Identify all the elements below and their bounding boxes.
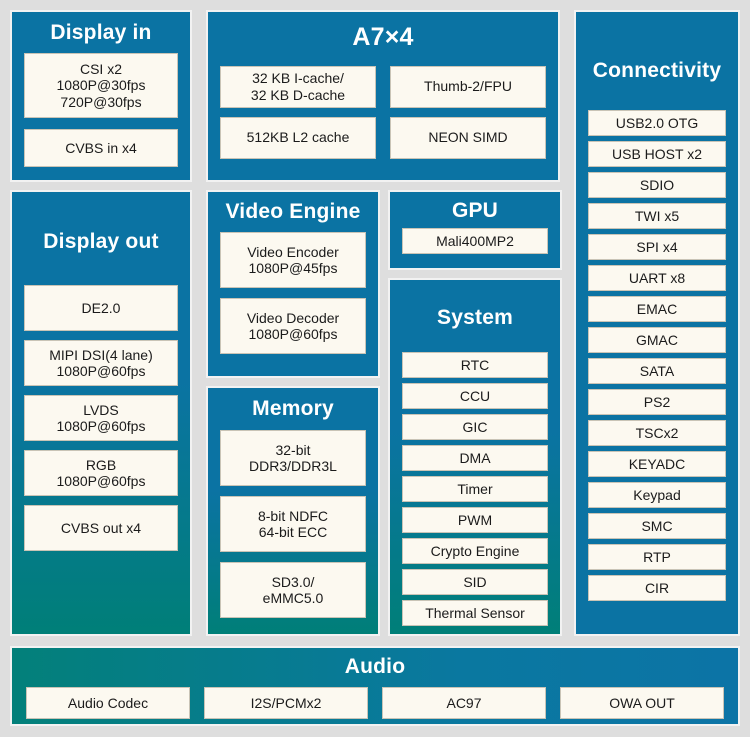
block-system: System RTC CCU GIC DMA Timer PWM Crypto … xyxy=(388,278,562,636)
block-item-l2-cache: 512KB L2 cache xyxy=(220,116,376,159)
block-item-i2s-pcm: I2S/PCMx2 xyxy=(204,687,368,720)
display-out-list: DE2.0 MIPI DSI(4 lane) 1080P@60fps LVDS … xyxy=(24,285,178,552)
block-item-ndfc: 8-bit NDFC 64-bit ECC xyxy=(220,496,366,553)
block-item-ccu: CCU xyxy=(402,383,548,410)
block-item-ac97: AC97 xyxy=(382,687,546,720)
block-item-mipi-dsi: MIPI DSI(4 lane) 1080P@60fps xyxy=(24,340,178,387)
block-item-pwm: PWM xyxy=(402,507,548,534)
block-display-in: Display in CSI x2 1080P@30fps 720P@30fps… xyxy=(10,10,192,182)
block-title-a7: A7×4 xyxy=(352,23,414,51)
block-item-dma: DMA xyxy=(402,445,548,472)
block-audio: Audio Audio Codec I2S/PCMx2 AC97 OWA OUT xyxy=(10,646,740,726)
block-title-memory: Memory xyxy=(252,397,334,420)
block-item-sd-emmc: SD3.0/ eMMC5.0 xyxy=(220,562,366,619)
block-item-owa-out: OWA OUT xyxy=(560,687,724,720)
block-item-csi: CSI x2 1080P@30fps 720P@30fps xyxy=(24,53,178,119)
block-title-audio: Audio xyxy=(344,655,406,678)
block-display-out: Display out DE2.0 MIPI DSI(4 lane) 1080P… xyxy=(10,190,192,636)
system-list: RTC CCU GIC DMA Timer PWM Crypto Engine … xyxy=(402,352,548,627)
audio-list: Audio Codec I2S/PCMx2 AC97 OWA OUT xyxy=(26,687,724,720)
block-item-usb-otg: USB2.0 OTG xyxy=(588,110,726,137)
block-item-smc: SMC xyxy=(588,513,726,540)
block-memory: Memory 32-bit DDR3/DDR3L 8-bit NDFC 64-b… xyxy=(206,386,380,636)
block-video-engine: Video Engine Video Encoder 1080P@45fps V… xyxy=(206,190,380,378)
block-item-cvbs-out: CVBS out x4 xyxy=(24,505,178,552)
memory-list: 32-bit DDR3/DDR3L 8-bit NDFC 64-bit ECC … xyxy=(220,430,366,619)
block-item-mali400mp2: Mali400MP2 xyxy=(402,228,548,255)
block-item-cvbs-in: CVBS in x4 xyxy=(24,129,178,168)
block-item-cir: CIR xyxy=(588,575,726,602)
block-item-keypad: Keypad xyxy=(588,482,726,509)
block-item-rtc: RTC xyxy=(402,352,548,379)
block-item-usb-host: USB HOST x2 xyxy=(588,141,726,168)
block-item-crypto-engine: Crypto Engine xyxy=(402,538,548,565)
block-item-de20: DE2.0 xyxy=(24,285,178,332)
block-title-connectivity: Connectivity xyxy=(592,59,722,82)
block-item-sata: SATA xyxy=(588,358,726,385)
block-item-thermal-sensor: Thermal Sensor xyxy=(402,600,548,627)
block-item-timer: Timer xyxy=(402,476,548,503)
block-item-neon-simd: NEON SIMD xyxy=(390,116,546,159)
block-connectivity: Connectivity USB2.0 OTG USB HOST x2 SDIO… xyxy=(574,10,740,636)
block-item-sdio: SDIO xyxy=(588,172,726,199)
block-item-tsc: TSCx2 xyxy=(588,420,726,447)
block-title-video-engine: Video Engine xyxy=(225,200,361,223)
block-title-display-in: Display in xyxy=(50,21,152,44)
block-item-lvds: LVDS 1080P@60fps xyxy=(24,395,178,442)
block-item-l1-cache: 32 KB I-cache/ 32 KB D-cache xyxy=(220,65,376,108)
block-item-ps2: PS2 xyxy=(588,389,726,416)
block-item-twi: TWI x5 xyxy=(588,203,726,230)
block-item-uart: UART x8 xyxy=(588,265,726,292)
block-a7-cpu: A7×4 32 KB I-cache/ 32 KB D-cache Thumb-… xyxy=(206,10,560,182)
block-item-emac: EMAC xyxy=(588,296,726,323)
block-item-gmac: GMAC xyxy=(588,327,726,354)
connectivity-list: USB2.0 OTG USB HOST x2 SDIO TWI x5 SPI x… xyxy=(588,110,726,602)
block-item-spi: SPI x4 xyxy=(588,234,726,261)
block-item-sid: SID xyxy=(402,569,548,596)
block-item-ddr3: 32-bit DDR3/DDR3L xyxy=(220,430,366,487)
block-item-rtp: RTP xyxy=(588,544,726,571)
block-item-rgb: RGB 1080P@60fps xyxy=(24,450,178,497)
block-item-thumb2-fpu: Thumb-2/FPU xyxy=(390,65,546,108)
video-engine-list: Video Encoder 1080P@45fps Video Decoder … xyxy=(220,232,366,355)
block-item-gic: GIC xyxy=(402,414,548,441)
block-item-audio-codec: Audio Codec xyxy=(26,687,190,720)
block-title-system: System xyxy=(437,306,513,329)
block-item-keyadc: KEYADC xyxy=(588,451,726,478)
a7-feature-grid: 32 KB I-cache/ 32 KB D-cache Thumb-2/FPU… xyxy=(220,65,546,159)
block-item-video-encoder: Video Encoder 1080P@45fps xyxy=(220,232,366,289)
block-title-gpu: GPU xyxy=(451,199,499,222)
block-gpu: GPU Mali400MP2 xyxy=(388,190,562,270)
block-item-video-decoder: Video Decoder 1080P@60fps xyxy=(220,298,366,355)
block-title-display-out: Display out xyxy=(43,230,159,253)
